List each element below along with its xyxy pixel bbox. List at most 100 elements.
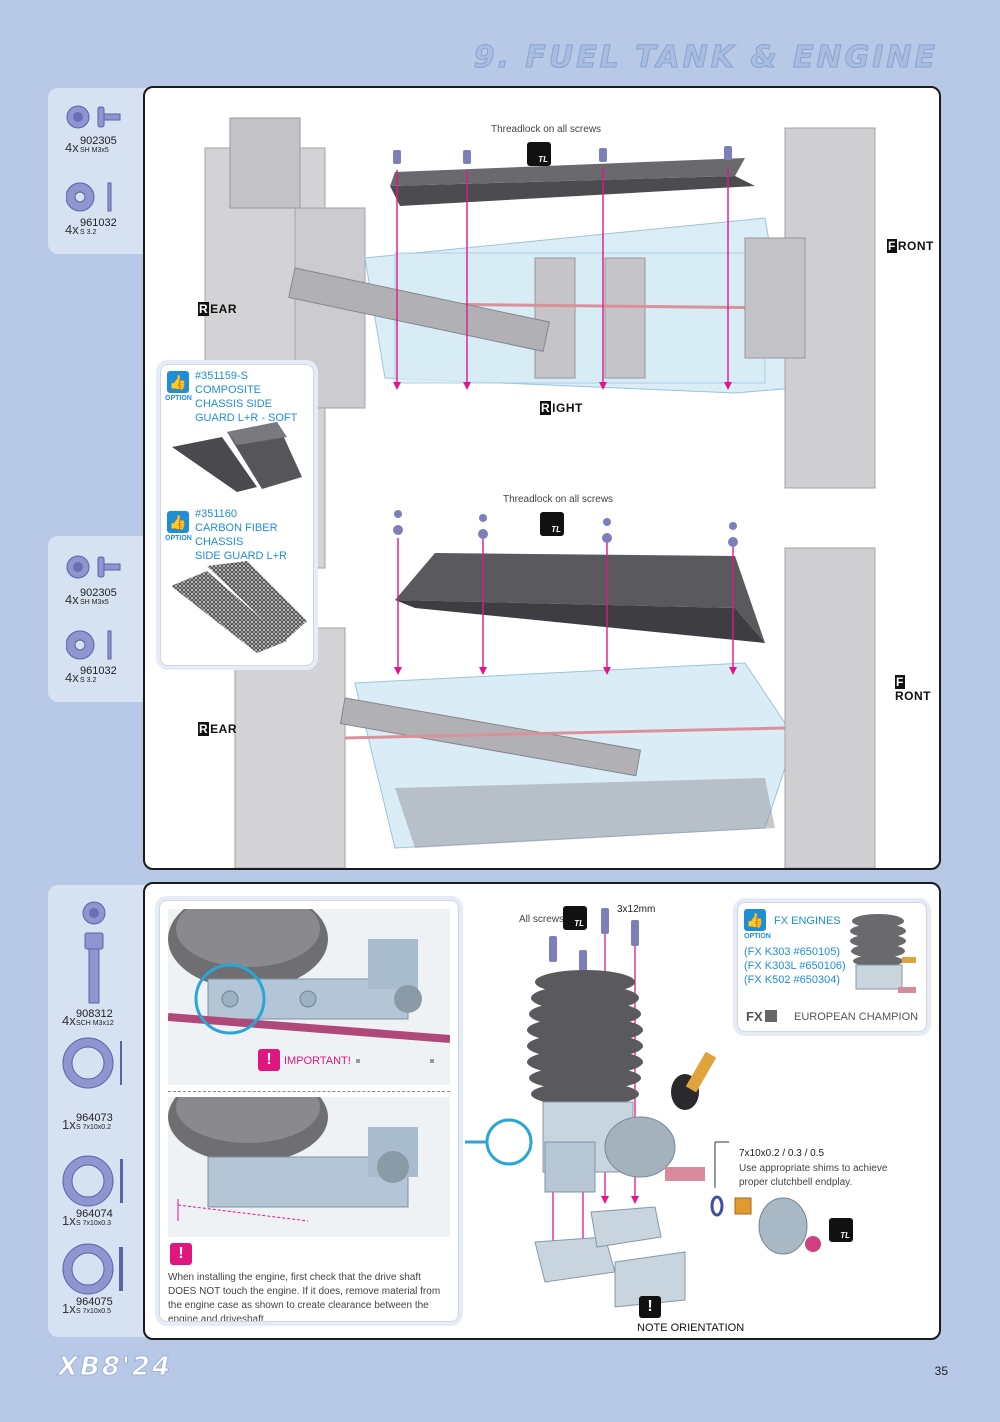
driveshaft-clearance-box: ! IMPORTANT! ! When installing the engin…	[159, 900, 459, 1322]
shim-icon	[62, 1037, 122, 1089]
part-code: 908312	[76, 1008, 113, 1020]
thumbs-up-icon: 👍	[167, 511, 189, 533]
cap-head-screw-icon	[82, 901, 106, 1004]
engine-assembly-illustration	[465, 908, 821, 1308]
direction-rest: EAR	[210, 302, 238, 316]
option-box-fx-engines: 👍 OPTION FX ENGINES (FX K303 #650105) (F…	[737, 902, 927, 1032]
part-desc: S 7x10x0.2	[76, 1124, 112, 1131]
parts-tab-3: 4x 908312 SCH M3x12 1x 964073 S 7x10x0.2…	[48, 885, 148, 1337]
option-line: SIDE GUARD L+R	[195, 550, 287, 562]
direction-rest: EAR	[210, 722, 238, 736]
option-tag: OPTION	[744, 933, 771, 940]
threadlock-mark: TL	[538, 155, 548, 164]
parts-tab-1: 4x 902305 SH M3x5 4x 961032 S 3.2	[48, 88, 148, 254]
option-code: #351159-S	[195, 370, 249, 382]
all-screws-label: All screws	[519, 914, 565, 925]
warning-icon: !	[170, 1243, 192, 1265]
option-box-side-guards: 👍 OPTION #351159-S COMPOSITE CHASSIS SID…	[160, 364, 314, 666]
direction-rest: RONT	[897, 239, 934, 253]
shim-icon	[62, 1243, 123, 1295]
composite-guard-image	[172, 422, 302, 492]
threadlock-icon: TL	[540, 512, 564, 536]
carbon-guard-image	[171, 561, 307, 653]
parts-tab-2: 4x 902305 SH M3x5 4x 961032 S 3.2	[48, 536, 148, 702]
engine-detail-view-2	[168, 1097, 450, 1237]
part-qty: 4x	[65, 140, 79, 155]
direction-cap: R	[198, 302, 210, 316]
option-line: COMPOSITE CHASSIS SIDE	[195, 384, 273, 410]
part-code: 902305	[80, 135, 117, 147]
fx-engine-image	[850, 914, 916, 993]
threadlock-note: Threadlock on all screws	[503, 494, 614, 505]
part-code: 964074	[76, 1208, 113, 1220]
fx-model: (FX K303L #650106)	[744, 960, 846, 972]
direction-cap: R	[198, 722, 210, 736]
washer-icon	[66, 182, 112, 212]
threadlock-icon: TL	[829, 1218, 853, 1242]
page-title: 9. FUEL TANK & ENGINE	[473, 40, 938, 76]
important-label: IMPORTANT!	[284, 1055, 351, 1067]
fx-model: (FX K303 #650105)	[744, 946, 841, 958]
shim-icon	[62, 1155, 123, 1207]
part-code: 964073	[76, 1112, 113, 1124]
washer-icon	[66, 630, 112, 660]
clearance-instructions: When installing the engine, first check …	[168, 1272, 441, 1322]
threadlock-mark: TL	[574, 919, 584, 928]
step-panel-side-guards: Threadlock on all screws TL Threadlock o…	[143, 86, 941, 870]
screw-size-label: 3x12mm	[617, 904, 656, 915]
option-line: CARBON FIBER CHASSIS	[195, 522, 278, 548]
label-front: FRONT	[895, 675, 939, 703]
divider	[168, 1091, 450, 1092]
thumbs-up-icon: 👍	[744, 909, 766, 931]
part-desc: SH M3x5	[80, 599, 109, 606]
part-code: 961032	[80, 217, 117, 229]
shim-size-label: 7x10x0.2 / 0.3 / 0.5	[739, 1148, 825, 1159]
fx-logo: FX	[746, 1009, 777, 1024]
part-qty: 4x	[65, 592, 79, 607]
threadlock-note: Threadlock on all screws	[491, 124, 602, 135]
option-text: #351159-S COMPOSITE CHASSIS SIDE GUARD L…	[195, 369, 311, 425]
fx-title: FX ENGINES	[774, 915, 841, 927]
direction-cap: F	[887, 239, 897, 253]
thumbs-up-icon: 👍	[167, 371, 189, 393]
page-number: 35	[934, 1364, 948, 1378]
threadlock-mark: TL	[840, 1231, 850, 1240]
threadlock-icon: TL	[527, 142, 551, 166]
direction-rest: IGHT	[552, 401, 583, 415]
option-tag: OPTION	[165, 395, 192, 402]
option-code: #351160	[195, 508, 238, 520]
part-qty: 4x	[65, 670, 79, 685]
direction-cap: F	[895, 675, 905, 689]
button-head-screw-icon	[66, 555, 121, 579]
part-qty: 4x	[62, 1013, 76, 1028]
part-qty: 4x	[65, 222, 79, 237]
part-desc: S 3.2	[80, 677, 97, 684]
fx-champion: EUROPEAN CHAMPION	[794, 1011, 919, 1023]
warning-icon: !	[639, 1296, 661, 1318]
engine-detail-view-1	[168, 909, 450, 1085]
option-text: #351160 CARBON FIBER CHASSIS SIDE GUARD …	[195, 507, 311, 563]
option-tag: OPTION	[165, 535, 192, 542]
threadlock-icon: TL	[563, 906, 587, 930]
part-code: 902305	[80, 587, 117, 599]
shim-note: Use appropriate shims to achieve proper …	[739, 1163, 888, 1188]
threadlock-mark: TL	[551, 525, 561, 534]
part-code: 964075	[76, 1296, 113, 1308]
part-qty: 1x	[62, 1301, 76, 1316]
direction-cap: R	[540, 401, 552, 415]
fx-models: (FX K303 #650105) (FX K303L #650106) (FX…	[744, 945, 846, 987]
part-desc: SCH M3x12	[76, 1020, 114, 1027]
option-line: GUARD L+R - SOFT	[195, 412, 298, 424]
warning-icon: !	[258, 1049, 280, 1071]
note-orientation: NOTE ORIENTATION	[637, 1322, 745, 1334]
button-head-screw-icon	[66, 105, 121, 129]
fx-logo-text: FX	[746, 1009, 763, 1024]
direction-rest: RONT	[895, 689, 931, 703]
part-qty: 1x	[62, 1213, 76, 1228]
part-desc: S 7x10x0.3	[76, 1220, 112, 1227]
part-qty: 1x	[62, 1117, 76, 1132]
fx-logo-mark	[764, 1010, 777, 1022]
